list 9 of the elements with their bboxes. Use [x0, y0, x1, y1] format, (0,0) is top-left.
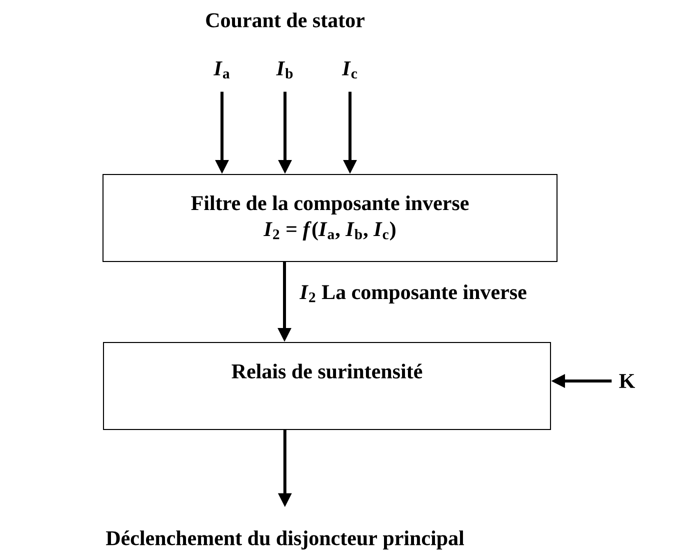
input-symbol: I$_{c}$ — [342, 62, 358, 78]
heading: Courant de stator — [206, 12, 364, 28]
output-label: Déclenchement du disjoncteur principal — [106, 530, 464, 550]
relay-box: Relais de surintensité — [103, 342, 551, 430]
edge-label: I$_{2}$ La composante inverse — [298, 283, 528, 305]
filter-box: Filtre de la composante inverse I$_{2}$ = f(I$_{a}$, I$_{b}$, I$_{c}$) — [102, 174, 558, 262]
input-symbol: I$_{a}$ — [214, 62, 230, 78]
input-label: K — [619, 374, 636, 388]
input-symbol: I$_{b}$ — [276, 62, 293, 78]
